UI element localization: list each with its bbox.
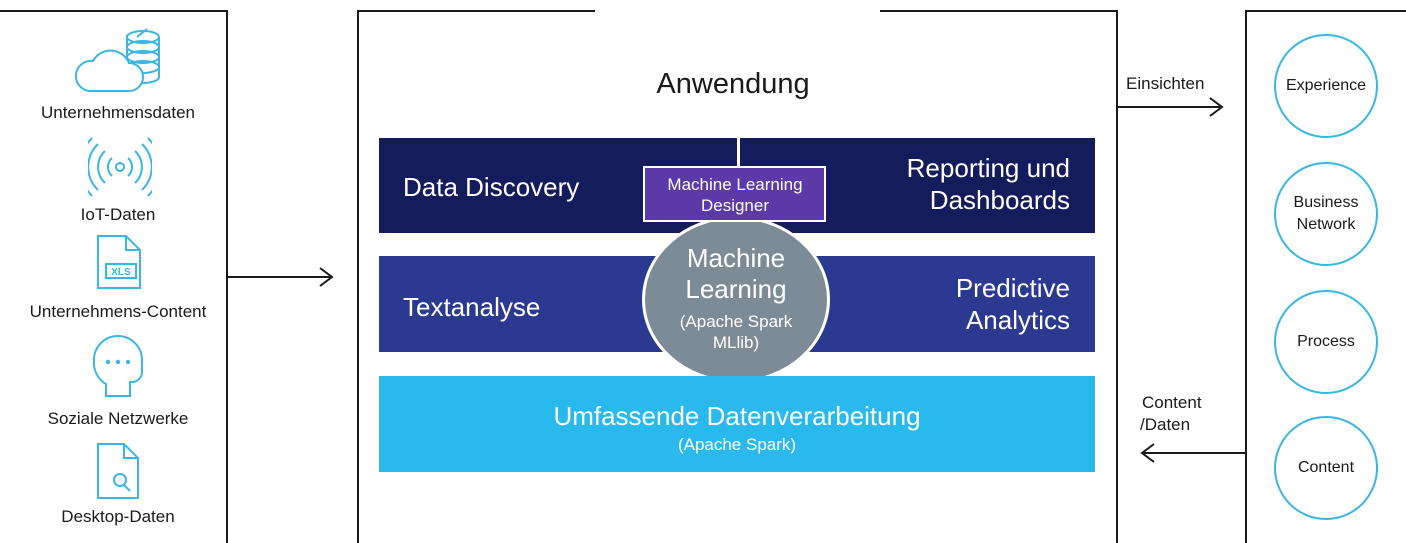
targets-panel-left-border <box>1245 10 1247 543</box>
processing-label: Umfassende Datenverarbeitung <box>553 401 921 431</box>
target-experience: Experience <box>1274 34 1378 138</box>
target-business-network: Business Network <box>1274 162 1378 266</box>
target-content: Content <box>1274 416 1378 520</box>
cloud-database-icon <box>74 25 165 97</box>
source-label-desktop-daten: Desktop-Daten <box>61 507 175 526</box>
application-top-left-border <box>357 10 595 12</box>
target-process: Process <box>1274 290 1378 394</box>
source-label-unternehmensdaten: Unternehmensdaten <box>40 103 196 122</box>
application-right-border <box>1116 10 1118 543</box>
ml-designer-block: Machine Learning Designer <box>643 166 826 222</box>
application-top-right-border <box>880 10 1118 12</box>
file-search-icon <box>94 442 142 500</box>
machine-learning-circle: Machine Learning (Apache Spark MLlib) <box>642 216 830 383</box>
sources-panel-top-border <box>0 10 228 12</box>
xls-file-icon: XLS <box>94 234 144 290</box>
source-label-soziale-netzwerke: Soziale Netzwerke <box>47 409 189 428</box>
ml-designer-label: Machine Learning Designer <box>667 175 803 215</box>
source-label-iot-daten: IoT-Daten <box>80 205 156 224</box>
processing-block: Umfassende Datenverarbeitung (Apache Spa… <box>379 376 1095 472</box>
machine-learning-label: Machine Learning <box>685 243 787 304</box>
targets-panel-top-border <box>1245 10 1406 12</box>
processing-sublabel: (Apache Spark) <box>677 435 797 454</box>
sources-panel-right-border <box>226 10 228 543</box>
reporting-label: Reporting und Dashboards <box>906 153 1070 215</box>
data-discovery-label: Data Discovery <box>403 172 580 202</box>
predictive-label: Predictive Analytics <box>955 273 1070 335</box>
textanalyse-label: Textanalyse <box>403 292 541 322</box>
content-data-label-1: Content <box>1142 393 1202 412</box>
insights-label: Einsichten <box>1126 74 1205 93</box>
source-label-unternehmens-content: Unternehmens-Content <box>29 302 207 321</box>
application-title: Anwendung <box>656 68 810 100</box>
wireless-signal-icon <box>79 136 161 198</box>
svg-text:XLS: XLS <box>111 267 131 278</box>
content-data-label-2: /Daten <box>1140 415 1191 434</box>
application-left-border <box>357 10 359 543</box>
social-head-icon <box>90 333 146 399</box>
machine-learning-sublabel: (Apache Spark MLlib) <box>679 312 793 352</box>
